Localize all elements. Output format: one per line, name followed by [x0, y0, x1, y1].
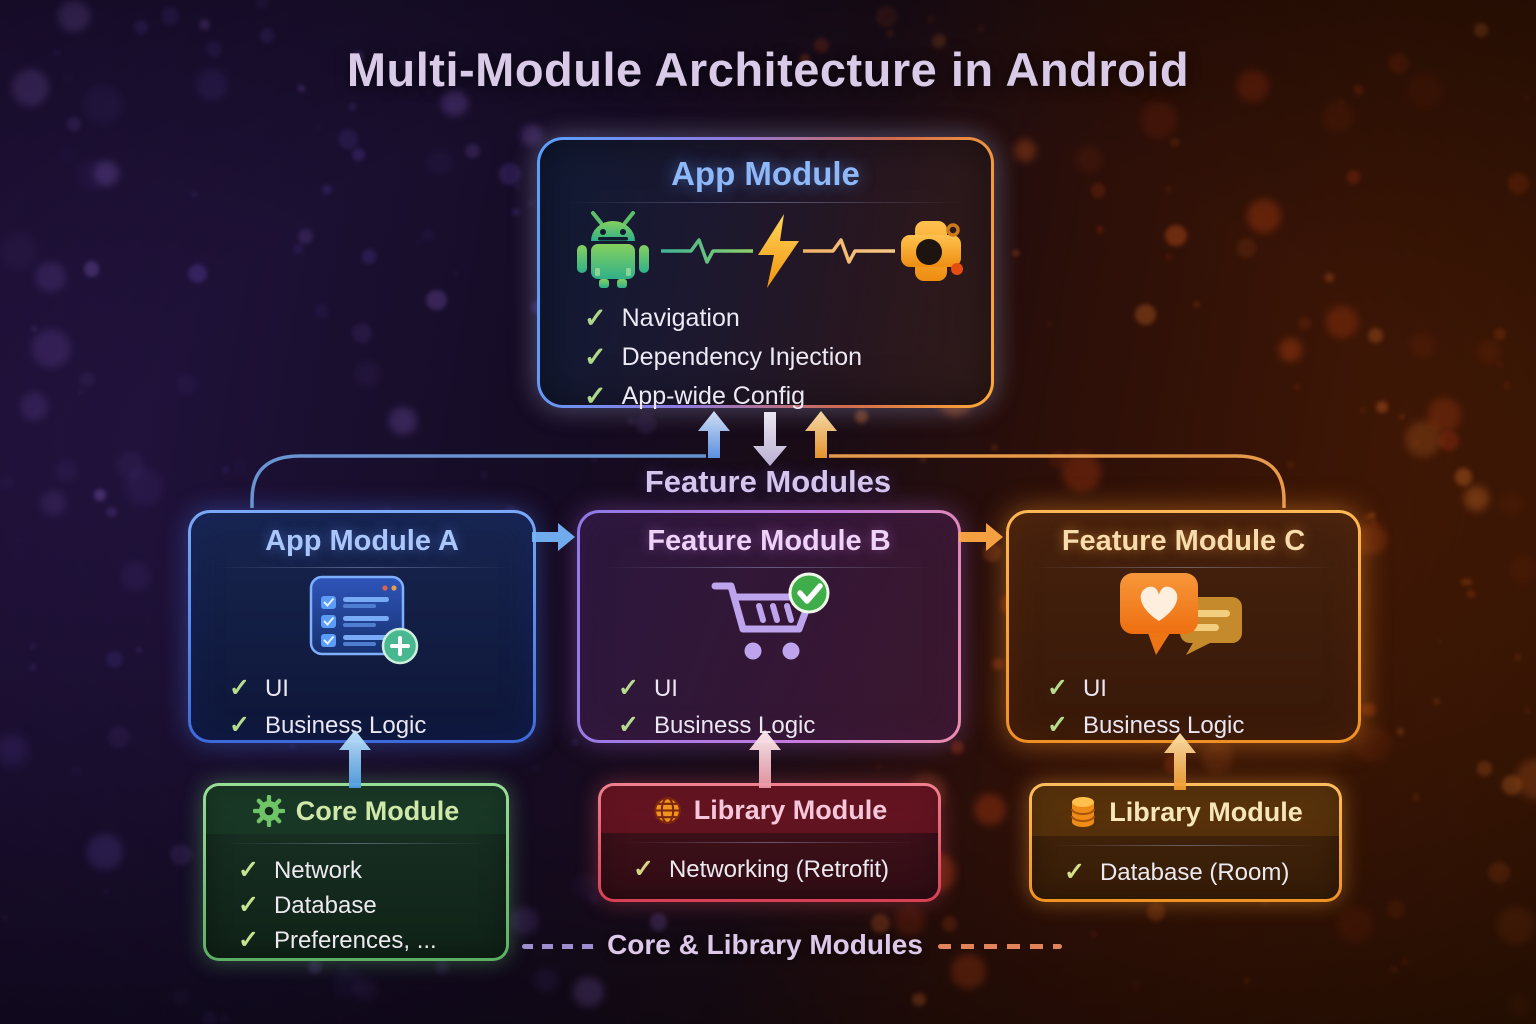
feature-module-b-title: Feature Module B — [647, 525, 891, 557]
gear-icon — [252, 795, 285, 827]
app-module-icon-row — [540, 205, 991, 297]
app-module-checklist: Navigation Dependency Injection App-wide… — [540, 299, 991, 416]
feature-module-c-checklist: UI Business Logic — [1009, 670, 1358, 744]
library-module-networking-box: Library Module Networking (Retrofit) — [598, 783, 941, 902]
pulse-line-icon — [660, 238, 753, 264]
check-icon — [238, 888, 259, 923]
check-icon — [1047, 707, 1068, 744]
core-library-modules-label: Core & Library Modules — [607, 929, 923, 960]
check-icon — [1064, 855, 1085, 890]
checklist-item: UI — [229, 670, 533, 707]
feature-module-b-box: Feature Module B UI Business Logic — [577, 510, 961, 743]
checklist-item-label: Navigation — [621, 304, 740, 332]
checklist-item-label: UI — [1082, 675, 1107, 702]
pulse-line-icon — [802, 238, 895, 264]
chat-heart-icon — [1119, 573, 1242, 655]
plugin-gear-icon — [900, 221, 963, 281]
checklist-item: Database (Room) — [1064, 855, 1339, 890]
check-icon — [238, 923, 259, 958]
feature-module-a-icon-area — [191, 568, 533, 670]
checklist-item: UI — [618, 670, 958, 707]
feature-module-c-title: Feature Module C — [1061, 525, 1306, 557]
library-module-networking-title: Library Module — [693, 795, 888, 825]
divider — [222, 843, 490, 844]
checklist-item-label: Networking (Retrofit) — [668, 856, 890, 883]
library-module-networking-checklist: Networking (Retrofit) — [601, 852, 938, 887]
check-icon — [229, 670, 250, 707]
checklist-item-label: UI — [653, 675, 678, 702]
checklist-card-icon — [309, 575, 419, 665]
check-icon — [584, 299, 607, 338]
app-module-box: App Module — [537, 137, 994, 410]
core-module-checklist: Network Database Preferences, ... — [206, 853, 506, 958]
feature-module-a-checklist: UI Business Logic — [191, 670, 533, 744]
front-chat-bubble — [1119, 573, 1198, 655]
divider — [617, 842, 922, 843]
checklist-item-label: Database — [273, 892, 377, 919]
check-icon — [584, 377, 607, 416]
checklist-item: Navigation — [584, 299, 991, 338]
feature-module-a-box: App Module A UI Business — [188, 510, 536, 743]
check-icon — [618, 670, 639, 707]
checklist-item-label: Dependency Injection — [621, 343, 863, 371]
checklist-item: UI — [1047, 670, 1358, 707]
checklist-item: Business Logic — [1047, 707, 1358, 744]
divider — [1048, 845, 1323, 846]
checklist-item-label: Preferences, ... — [273, 927, 437, 954]
checklist-item-label: UI — [264, 675, 289, 702]
checklist-item-label: Database (Room) — [1099, 859, 1290, 886]
checklist-item-label: Business Logic — [1082, 712, 1245, 739]
core-module-header: Core Module — [206, 786, 506, 834]
lightning-bolt-icon — [757, 214, 799, 288]
checklist-item: Business Logic — [229, 707, 533, 744]
feature-module-b-icon-area — [580, 568, 958, 670]
core-module-box: Core Module Network Database Preferences… — [203, 783, 509, 961]
checklist-item-label: Business Logic — [653, 712, 816, 739]
dashed-line-right — [938, 944, 1062, 949]
check-icon — [229, 707, 250, 744]
feature-module-a-title: App Module A — [265, 525, 459, 557]
check-icon — [633, 852, 654, 887]
library-module-networking-header: Library Module — [601, 786, 938, 833]
checklist-item: Dependency Injection — [584, 338, 991, 377]
check-icon — [1047, 670, 1068, 707]
shopping-cart-icon — [711, 572, 830, 660]
checklist-item: Networking (Retrofit) — [633, 852, 938, 887]
core-module-title: Core Module — [295, 795, 460, 826]
diagram-title: Multi-Module Architecture in Android — [346, 43, 1190, 96]
feature-modules-label: Feature Modules — [644, 464, 892, 499]
library-module-database-header: Library Module — [1032, 786, 1339, 836]
checklist-item: Network — [238, 853, 506, 888]
checklist-item-label: Business Logic — [264, 712, 427, 739]
android-robot-icon — [576, 211, 649, 288]
feature-module-c-icon-area — [1009, 568, 1358, 670]
checklist-item: Database — [238, 888, 506, 923]
app-module-title: App Module — [671, 155, 860, 192]
feature-module-c-box: Feature Module C UI Business Log — [1006, 510, 1361, 743]
globe-icon — [653, 797, 681, 824]
check-icon — [238, 853, 259, 888]
checklist-item-label: App-wide Config — [621, 382, 806, 410]
library-module-database-box: Library Module Database (Room) — [1029, 783, 1342, 902]
checklist-item-label: Network — [273, 857, 362, 884]
check-icon — [584, 338, 607, 377]
database-icon — [1071, 797, 1096, 827]
check-icon — [618, 707, 639, 744]
feature-module-b-checklist: UI Business Logic — [580, 670, 958, 744]
library-module-database-title: Library Module — [1109, 796, 1303, 827]
checklist-item: Business Logic — [618, 707, 958, 744]
checklist-item: Preferences, ... — [238, 923, 506, 958]
checklist-item: App-wide Config — [584, 377, 991, 416]
library-module-database-checklist: Database (Room) — [1032, 855, 1339, 890]
divider — [556, 202, 975, 203]
dashed-line-left — [522, 944, 596, 949]
